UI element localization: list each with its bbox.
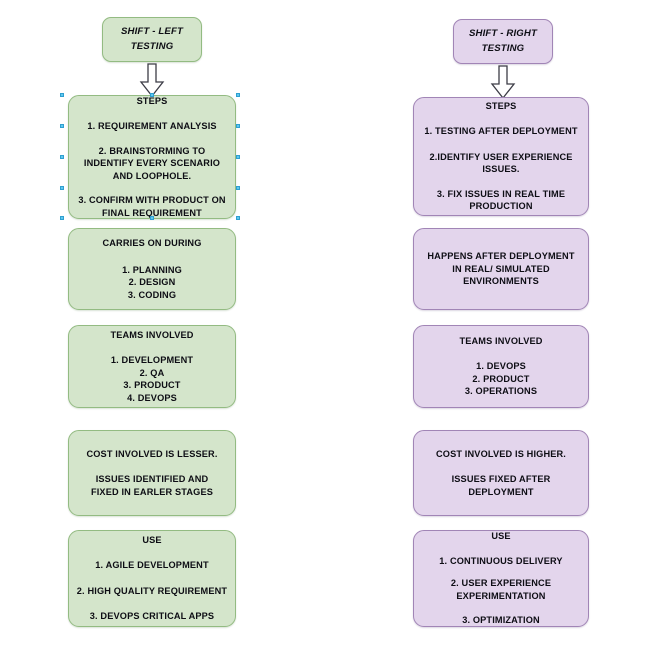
selection-handle-upper-right[interactable] xyxy=(236,124,240,128)
right-teams-header: TEAMS INVOLVED xyxy=(459,336,543,347)
left-use-header: USE xyxy=(142,535,162,546)
left-teams-involved-box[interactable]: TEAMS INVOLVED 1. DEVELOPMENT 2. QA 3. P… xyxy=(68,325,236,408)
selection-handle-top-right[interactable] xyxy=(236,93,240,97)
right-teams-involved-box[interactable]: TEAMS INVOLVED 1. DEVOPS 2. PRODUCT 3. O… xyxy=(413,325,589,408)
selection-handle-bottom-right[interactable] xyxy=(236,216,240,220)
selection-handle-bottom-left[interactable] xyxy=(60,216,64,220)
left-teams-items: 1. DEVELOPMENT 2. QA 3. PRODUCT 4. DEVOP… xyxy=(110,355,194,403)
down-arrow-icon-left xyxy=(139,63,165,98)
right-cost-line-2: ISSUES FIXED AFTER DEPLOYMENT xyxy=(451,474,551,497)
left-use-box[interactable]: USE 1. AGILE DEVELOPMENT 2. HIGH QUALITY… xyxy=(68,530,236,627)
right-cost-line-1: COST INVOLVED IS HIGHER. xyxy=(435,448,567,459)
left-use-item-2: 2. HIGH QUALITY REQUIREMENT xyxy=(76,585,228,596)
left-carries-header: CARRIES ON DURING xyxy=(102,237,202,248)
selection-handle-middle-right[interactable] xyxy=(236,155,240,159)
down-arrow-icon-right xyxy=(490,65,516,100)
right-teams-items: 1. DEVOPS 2. PRODUCT 3. OPERATIONS xyxy=(464,361,538,397)
right-steps-box[interactable]: STEPS 1. TESTING AFTER DEPLOYMENT 2.IDEN… xyxy=(413,97,589,216)
right-steps-item-2: 2.IDENTIFY USER EXPERIENCE ISSUES. xyxy=(429,151,573,175)
right-use-item-1: 1. CONTINUOUS DELIVERY xyxy=(439,555,563,566)
selection-handle-middle-left[interactable] xyxy=(60,155,64,159)
right-steps-item-3: 3. FIX ISSUES IN REAL TIME PRODUCTION xyxy=(436,188,566,212)
right-cost-box[interactable]: COST INVOLVED IS HIGHER. ISSUES FIXED AF… xyxy=(413,430,589,516)
selection-handle-top-center[interactable] xyxy=(150,93,154,97)
selection-handle-upper-left[interactable] xyxy=(60,124,64,128)
shift-right-testing-title-text: SHIFT - RIGHT TESTING xyxy=(468,28,538,54)
left-steps-header: STEPS xyxy=(136,95,168,106)
right-use-item-2: 2. USER EXPERIENCE EXPERIMENTATION xyxy=(450,578,552,601)
left-steps-item-1: 1. REQUIREMENT ANALYSIS xyxy=(87,120,217,131)
left-use-item-1: 1. AGILE DEVELOPMENT xyxy=(95,560,209,571)
right-happens-after-deployment-box[interactable]: HAPPENS AFTER DEPLOYMENT IN REAL/ SIMULA… xyxy=(413,228,589,310)
shift-left-testing-title-box[interactable]: SHIFT - LEFT TESTING xyxy=(102,17,202,62)
left-carries-on-during-box[interactable]: CARRIES ON DURING 1. PLANNING 2. DESIGN … xyxy=(68,228,236,310)
left-cost-line-1: COST INVOLVED IS LESSER. xyxy=(86,448,218,459)
right-use-header: USE xyxy=(491,530,511,541)
right-use-item-3: 3. OPTIMIZATION xyxy=(462,615,540,626)
selection-handle-bottom-center[interactable] xyxy=(150,216,154,220)
shift-right-testing-title-box[interactable]: SHIFT - RIGHT TESTING xyxy=(453,19,553,64)
left-cost-box[interactable]: COST INVOLVED IS LESSER. ISSUES IDENTIFI… xyxy=(68,430,236,516)
left-use-item-3: 3. DEVOPS CRITICAL APPS xyxy=(89,610,215,621)
selection-handle-lower-right[interactable] xyxy=(236,186,240,190)
right-happens-text: HAPPENS AFTER DEPLOYMENT IN REAL/ SIMULA… xyxy=(427,251,575,287)
selection-handle-lower-left[interactable] xyxy=(60,186,64,190)
selection-handle-top-left[interactable] xyxy=(60,93,64,97)
left-carries-items: 1. PLANNING 2. DESIGN 3. CODING xyxy=(122,264,182,300)
left-steps-item-3: 3. CONFIRM WITH PRODUCT ON FINAL REQUIRE… xyxy=(78,195,226,218)
right-use-box[interactable]: USE 1. CONTINUOUS DELIVERY 2. USER EXPER… xyxy=(413,530,589,627)
left-steps-item-2: 2. BRAINSTORMING TO INDENTIFY EVERY SCEN… xyxy=(83,145,221,181)
right-steps-header: STEPS xyxy=(485,101,517,112)
left-cost-line-2: ISSUES IDENTIFIED AND FIXED IN EARLER ST… xyxy=(90,474,214,497)
shift-left-testing-title-text: SHIFT - LEFT TESTING xyxy=(120,26,184,52)
left-steps-box[interactable]: STEPS 1. REQUIREMENT ANALYSIS 2. BRAINST… xyxy=(68,95,236,219)
left-teams-header: TEAMS INVOLVED xyxy=(110,329,194,340)
right-steps-item-1: 1. TESTING AFTER DEPLOYMENT xyxy=(424,126,578,137)
